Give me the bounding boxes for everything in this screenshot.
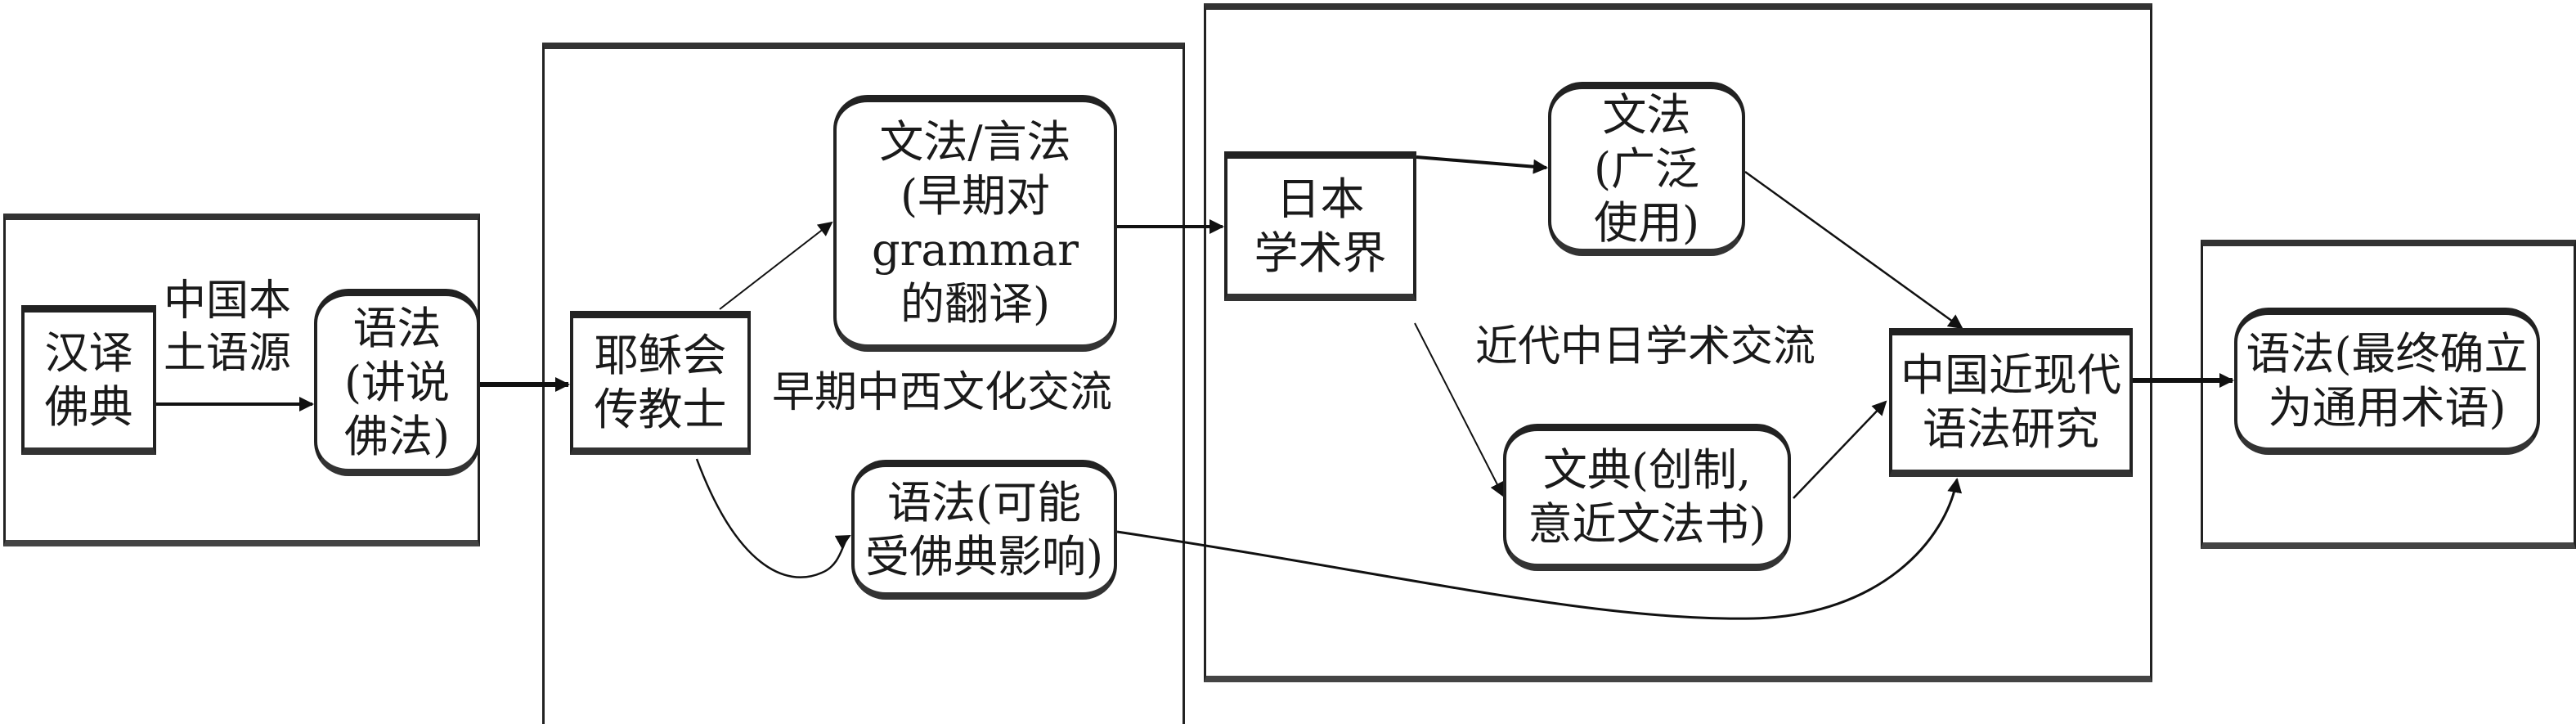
node-yufa-final: 语法(最终确立 为通用术语) [2234,308,2540,455]
node-text: 语法 (讲说 佛法) [343,302,451,462]
arrow-jesuits-to-yufa-possible [695,458,851,578]
node-text: 语法(最终确立 为通用术语) [2246,328,2529,434]
panel-final [2201,240,2576,549]
node-text: 汉译 佛典 [44,326,133,433]
node-text: 中国近现代 语法研究 [1901,349,2121,455]
panel-modern-sino-japanese [1204,3,2152,682]
node-yufa-buddhist: 语法 (讲说 佛法) [314,289,480,476]
arrow-wenfa-widely-to-research [1744,170,1963,330]
arrow-japan-to-wendian [1414,322,1504,497]
node-wenfa-yanfa: 文法/言法 (早期对 grammar 的翻译) [833,95,1117,352]
node-text: 文法/言法 (早期对 grammar 的翻译) [872,116,1079,330]
label-modern-sino-japanese: 近代中日学术交流 [1475,322,1816,371]
node-text: 耶稣会 传教士 [594,330,727,435]
node-text: 文法 (广泛 使用) [1593,88,1700,249]
arrow-yufa-possible-to-research [1116,478,1963,620]
node-han-buddhist-translations: 汉译 佛典 [21,305,156,455]
node-text: 语法(可能 受佛典影响) [864,476,1104,582]
node-text: 文典(创制, 意近文法书) [1528,444,1766,550]
arrow-japan-to-wenfa-widely [1416,155,1548,174]
node-text: 日本 学术界 [1254,173,1387,279]
arrow-jesuits-to-wenfa [719,221,833,310]
node-wendian: 文典(创制, 意近文法书) [1503,424,1791,571]
node-yufa-possible: 语法(可能 受佛典影响) [851,460,1117,600]
arrow-wendian-to-research [1793,400,1887,499]
label-early-sino-western: 早期中西文化交流 [772,368,1113,417]
label-chinese-origin: 中国本 土语源 [164,277,292,378]
node-japan-academia: 日本 学术界 [1224,151,1416,301]
node-chinese-grammar-research: 中国近现代 语法研究 [1889,328,2133,477]
node-jesuits: 耶稣会 传教士 [570,311,751,455]
node-wenfa-widely: 文法 (广泛 使用) [1548,82,1745,256]
